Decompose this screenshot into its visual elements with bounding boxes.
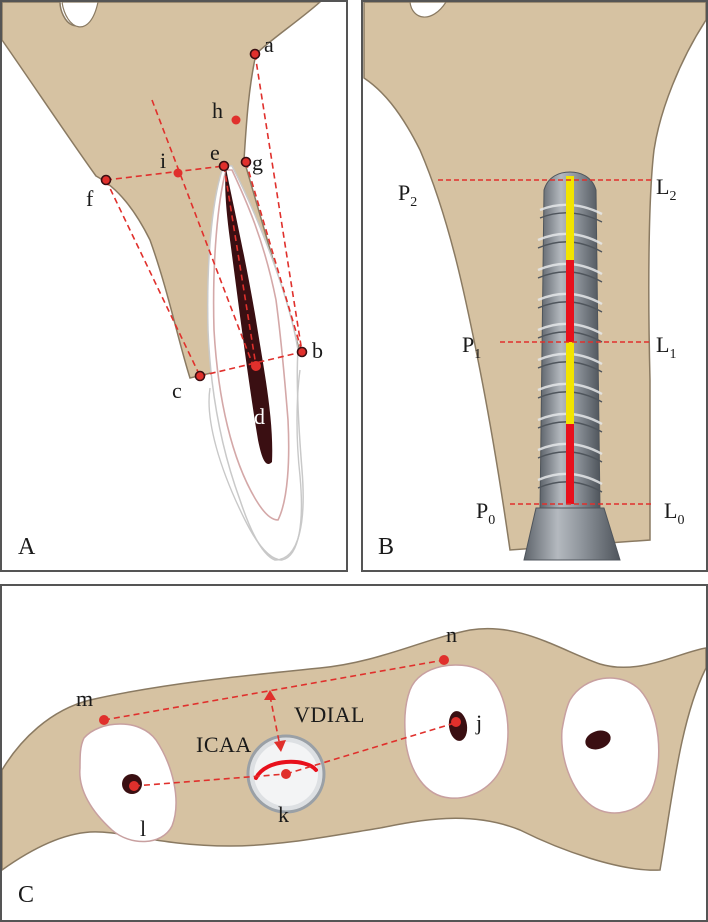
alveolar-bone-c (2, 627, 706, 871)
guide-lines-c (103, 659, 459, 787)
level-lines (438, 179, 652, 505)
panel-b: P2 L2 P1 L1 P0 L0 B (361, 0, 708, 572)
point-k-label: k (278, 802, 289, 827)
segment-yellow-bottom (566, 342, 574, 424)
point-k-marker (281, 769, 291, 779)
point-l-label: l (140, 816, 146, 841)
point-l-marker (129, 781, 139, 791)
panel-b-label: B (378, 534, 394, 560)
vdial-label: VDIAL (294, 702, 365, 727)
segment-red-bottom (566, 424, 574, 504)
implant (523, 171, 621, 561)
panel-c-label: C (18, 882, 34, 908)
point-f-marker (100, 174, 112, 186)
point-n-label: n (446, 622, 457, 647)
vdial-arrow-up (264, 690, 276, 700)
level-p1-label: P1 (462, 332, 481, 362)
point-c-label: c (172, 378, 182, 403)
segment-yellow-top (566, 176, 574, 260)
point-h-label: h (212, 98, 223, 123)
socket-right (561, 677, 660, 814)
panel-a: a h e g i f b c d A (0, 0, 348, 572)
point-g-marker (240, 156, 252, 168)
canal-right (585, 730, 611, 750)
point-m-marker (99, 715, 109, 725)
point-c-marker (194, 370, 206, 382)
point-f-label: f (86, 186, 94, 211)
point-b-label: b (312, 338, 323, 363)
level-l0-label: L0 (664, 498, 684, 528)
bone-notch-b (409, 2, 447, 18)
guide-lines-a (105, 53, 303, 377)
point-e-label: e (210, 140, 220, 165)
alveolar-bone-b (363, 2, 706, 551)
implant-collar (523, 507, 621, 561)
segment-red-top (566, 260, 574, 342)
level-l2-label: L2 (656, 174, 676, 204)
crown-outline (208, 369, 303, 561)
point-g-label: g (252, 150, 263, 175)
point-h-marker (231, 115, 241, 125)
level-p0-label: P0 (476, 498, 495, 528)
point-a-label: a (264, 32, 274, 57)
markers-a (100, 48, 308, 382)
vdial-arrow-down (274, 740, 286, 752)
icaa-arc (254, 759, 318, 780)
point-d-marker (251, 361, 261, 371)
point-a-marker (249, 48, 261, 60)
point-n-marker (439, 655, 449, 665)
icaa-label: ICAA (196, 732, 252, 757)
point-b-marker (296, 346, 308, 358)
point-i-label: i (160, 148, 166, 173)
panel-c: m n j l k VDIAL ICAA C (0, 584, 708, 922)
point-d-label: d (254, 404, 265, 429)
point-e-marker (218, 160, 230, 172)
bone-notch-a (61, 2, 99, 28)
point-j-marker (451, 717, 461, 727)
level-l1-label: L1 (656, 332, 676, 362)
point-i-marker (173, 168, 183, 178)
point-j-label: j (475, 710, 482, 735)
level-p2-label: P2 (398, 180, 417, 210)
point-m-label: m (76, 686, 93, 711)
panel-a-label: A (18, 534, 36, 560)
